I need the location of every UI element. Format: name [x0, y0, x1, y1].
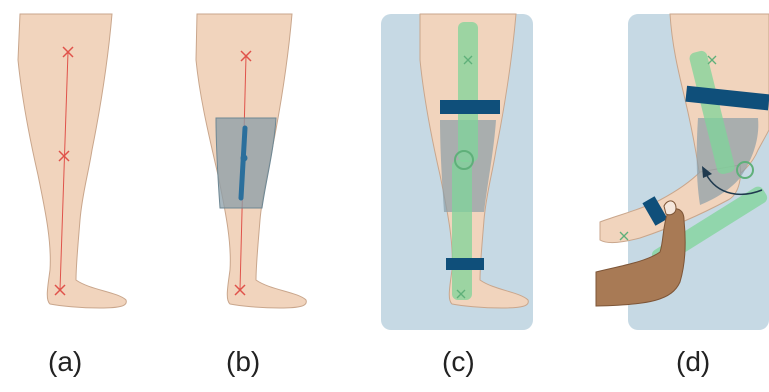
panel-a-figure	[18, 14, 126, 308]
panel-d-figure	[596, 14, 769, 330]
thigh-strap-c	[440, 100, 500, 114]
hand-thumb	[664, 201, 676, 215]
leg-a	[18, 14, 126, 308]
brace-bar-shank-c	[452, 160, 472, 300]
panel-label-c: (c)	[442, 346, 475, 378]
hinge-joint-b	[241, 155, 248, 162]
panel-label-b: (b)	[226, 346, 260, 378]
panel-label-a: (a)	[48, 346, 82, 378]
panel-c-figure	[381, 14, 533, 330]
panel-b-figure	[196, 14, 306, 308]
brace-bar-thigh-c	[458, 22, 478, 162]
panel-label-d: (d)	[676, 346, 710, 378]
shank-strap-c	[446, 258, 484, 270]
